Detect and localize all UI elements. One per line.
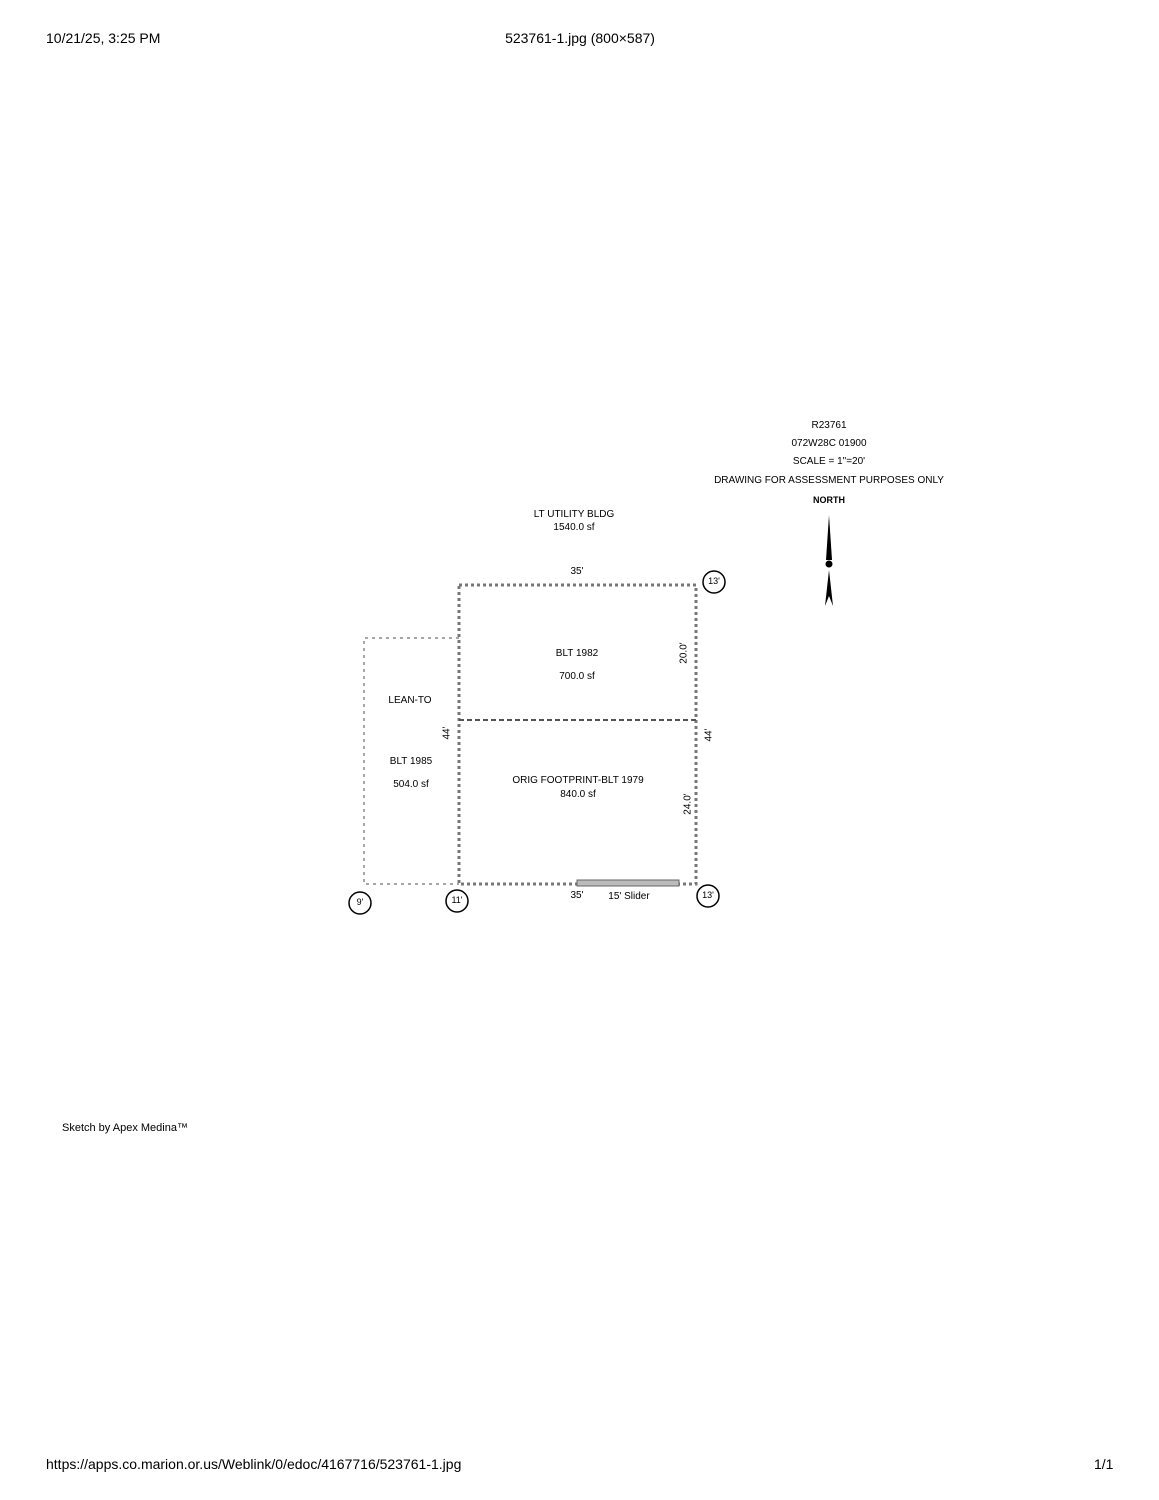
upper-label: BLT 1982	[555, 648, 599, 659]
print-page: 1/1	[1094, 1456, 1114, 1472]
circle-top-right	[702, 570, 726, 594]
circle-bottom-left-label: 9'	[356, 897, 364, 907]
circle-top-right-label: 13'	[708, 576, 720, 586]
leanto-area: 504.0 sf	[393, 779, 429, 790]
print-title: 523761-1.jpg (800×587)	[505, 30, 655, 46]
dim-upper-right: 20.0'	[678, 642, 690, 664]
account-number: R23761	[811, 420, 847, 431]
circle-bottom-mid-label: 11'	[451, 895, 463, 905]
dim-top: 35'	[570, 566, 584, 577]
print-url: https://apps.co.marion.or.us/Weblink/0/e…	[46, 1456, 462, 1472]
circle-bottom-mid	[445, 889, 469, 913]
dim-right-total: 44'	[703, 728, 715, 742]
print-datetime: 10/21/25, 3:25 PM	[46, 30, 161, 46]
building-name: LT UTILITY BLDG	[533, 509, 615, 520]
dim-left-total: 44'	[441, 726, 453, 740]
scale-label: SCALE = 1"=20'	[792, 456, 866, 467]
upper-area: 700.0 sf	[559, 671, 595, 682]
slider-door	[576, 879, 680, 887]
circle-bottom-right-label: 13'	[702, 890, 714, 900]
lower-area: 840.0 sf	[560, 789, 596, 800]
lower-label: ORIG FOOTPRINT-BLT 1979	[512, 775, 644, 786]
map-tax-lot: 072W28C 01900	[791, 438, 867, 449]
main-building-outline	[457, 583, 698, 886]
dim-lower-right: 24.0'	[682, 793, 694, 815]
north-arrow-icon	[825, 515, 833, 606]
sketch-credit: Sketch by Apex Medina™	[62, 1122, 188, 1134]
north-label: NORTH	[813, 495, 845, 505]
disclaimer: DRAWING FOR ASSESSMENT PURPOSES ONLY	[714, 475, 944, 486]
dim-bottom: 35'	[570, 890, 584, 901]
circle-bottom-left	[348, 891, 372, 915]
circle-bottom-right	[696, 884, 720, 908]
slider-label: 15' Slider	[608, 891, 650, 902]
building-area: 1540.0 sf	[553, 522, 595, 533]
leanto-name: LEAN-TO	[388, 695, 432, 706]
leanto-outline	[363, 637, 459, 885]
leanto-label: BLT 1985	[389, 756, 433, 767]
